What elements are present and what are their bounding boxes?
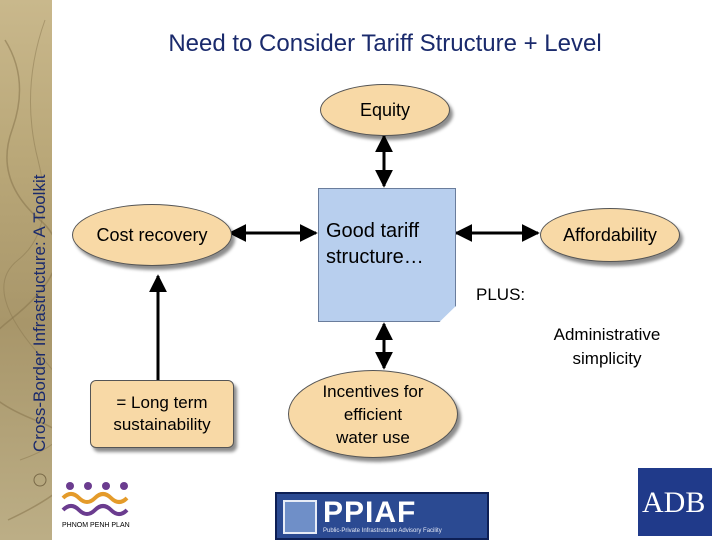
sustain-line-1: = Long term (116, 393, 208, 412)
incentives-line-3: water use (336, 427, 410, 447)
good-tariff-box (318, 188, 456, 322)
affordability-label: Affordability (563, 224, 657, 245)
incentives-line-1: Incentives for (322, 381, 424, 401)
ppiaf-emblem-icon (283, 500, 317, 534)
cost-recovery-label: Cost recovery (96, 224, 208, 245)
incentives-line-2: efficient (343, 404, 403, 424)
equity-node: Equity (320, 84, 450, 136)
good-tariff-line-1: Good tariff (326, 220, 420, 242)
ppiaf-subtitle: Public-Private Infrastructure Advisory F… (323, 528, 442, 534)
ppiaf-logo: PPIAF Public-Private Infrastructure Advi… (275, 492, 489, 540)
good-tariff-text: Good tariff structure… (326, 218, 451, 270)
admin-line-2: simplicity (572, 349, 642, 368)
phnom-penh-plan-logo (61, 482, 129, 516)
adb-logo (638, 468, 712, 536)
ppp-caption: PHNOM PENH PLAN (62, 522, 130, 529)
equity-label: Equity (359, 99, 411, 120)
good-tariff-line-2: structure… (326, 246, 424, 268)
affordability-node: Affordability (540, 208, 680, 262)
plus-label: PLUS: (476, 285, 526, 304)
administrative-simplicity: Administrative simplicity (534, 323, 680, 371)
page-title: Need to Consider Tariff Structure + Leve… (168, 30, 602, 57)
map-texture-icon (0, 19, 52, 521)
adb-wordmark: ADB (642, 486, 706, 519)
incentives-node: Incentives for efficient water use (288, 370, 458, 458)
ppiaf-wordmark: PPIAF (323, 496, 417, 529)
admin-line-1: Administrative (553, 325, 661, 344)
sidebar-map-banner (0, 0, 52, 540)
cost-recovery-node: Cost recovery (72, 204, 232, 266)
sustainability-node: = Long term sustainability (90, 380, 234, 448)
sustain-line-2: sustainability (113, 415, 211, 434)
